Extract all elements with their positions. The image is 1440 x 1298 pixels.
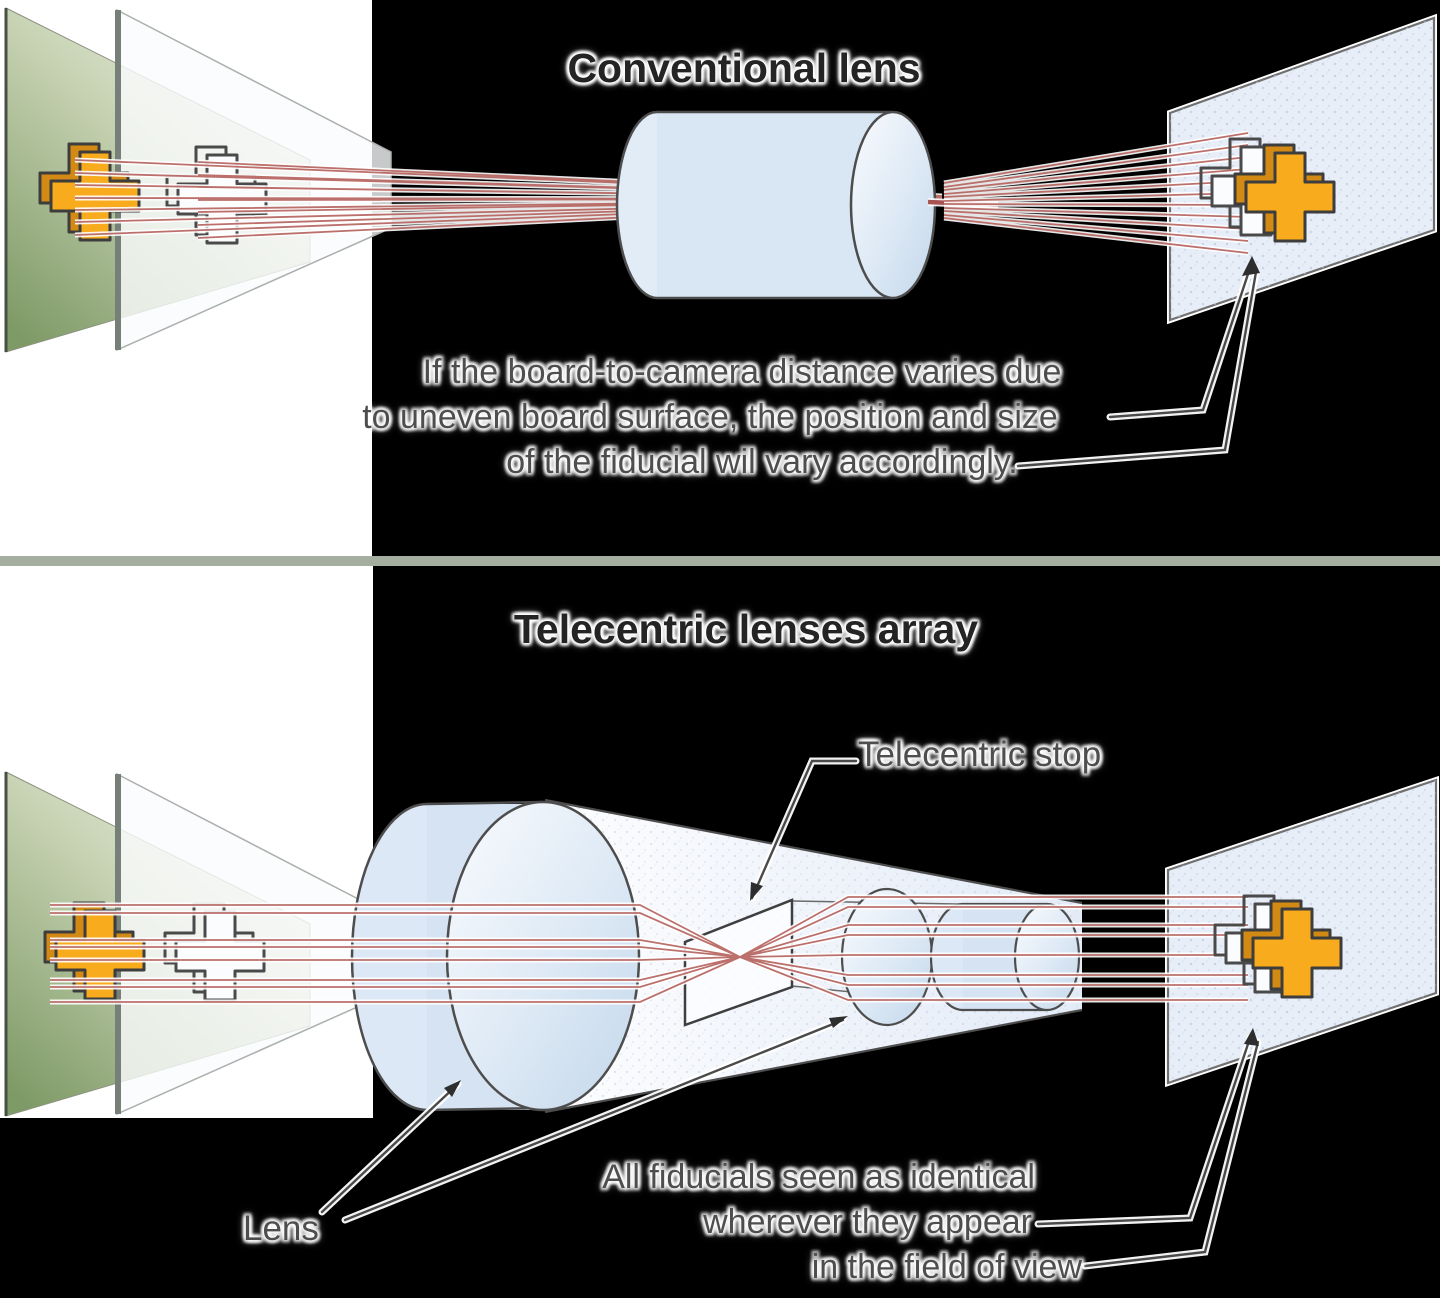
leader-arrowhead — [750, 882, 763, 901]
section-divider — [0, 556, 1440, 566]
telecentric-stop-label: Telecentric stop — [858, 735, 1102, 774]
telecentric-caption-line-2: wherever they appear — [703, 1203, 1032, 1241]
leader-arrowhead — [829, 1016, 848, 1028]
lens-leader-lines — [322, 1016, 848, 1220]
conventional-caption-line-2: to uneven board surface, the position an… — [362, 398, 1058, 436]
conventional-title: Conventional lens — [567, 45, 921, 91]
fiducial-caption-leader — [1038, 1028, 1259, 1266]
lens-front-face — [445, 800, 641, 1112]
leader-arrowhead — [444, 1080, 461, 1097]
lens-label: Lens — [243, 1209, 319, 1248]
leader-arrowhead — [1242, 256, 1260, 276]
conventional-section — [4, 7, 1437, 466]
telecentric-caption-line-3: in the field of view — [811, 1248, 1082, 1286]
objective-lens-cylinder — [350, 800, 641, 1112]
telecentric-title: Telecentric lenses array — [513, 606, 979, 652]
conventional-caption-line-1: If the board-to-camera distance varies d… — [422, 353, 1062, 391]
conventional-lens-cylinder — [615, 110, 937, 300]
telecentric-caption-line-1: All fiducials seen as identical — [602, 1158, 1035, 1196]
stop-leader-line — [750, 761, 856, 901]
conventional-caption-line-3: of the fiducial wil vary accordingly. — [506, 443, 1018, 481]
leader-arrowhead — [1244, 1028, 1259, 1046]
telecentric-stop-aperture — [683, 898, 794, 1027]
telecentric-section — [4, 761, 1439, 1266]
caption-leader-line — [1018, 256, 1260, 466]
lens-front-face — [849, 110, 937, 300]
